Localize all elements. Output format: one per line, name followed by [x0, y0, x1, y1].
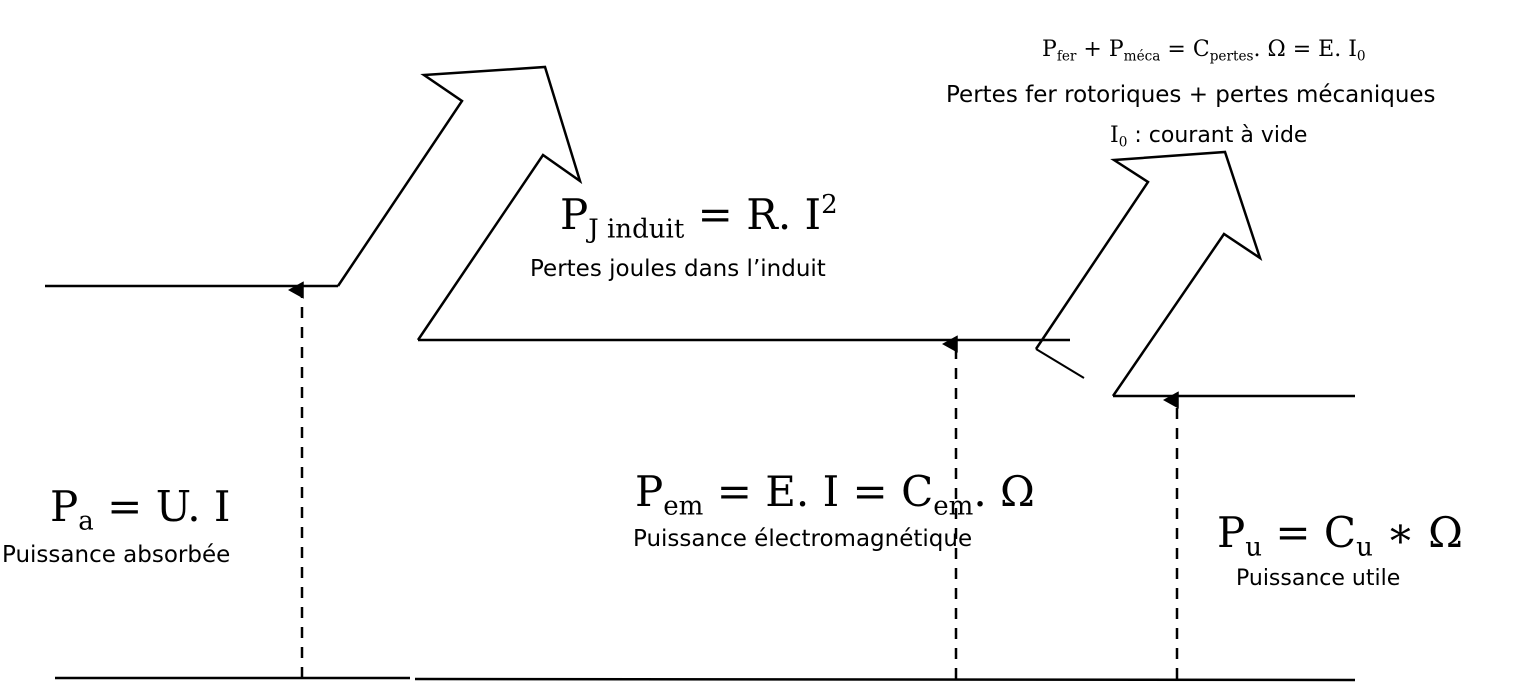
joule-losses-formula: PJ induit = R. I2: [560, 190, 838, 244]
useful-power-caption: Puissance utile: [1236, 566, 1401, 591]
pu-subscript: u: [1245, 532, 1263, 563]
pj-subscript: J induit: [588, 214, 685, 245]
input-power-formula: Pa = U. I: [50, 482, 231, 536]
iron-mechanical-losses-arrow: [1034, 150, 1263, 397]
joule-losses-caption: Pertes joules dans l’induit: [530, 256, 826, 282]
pu-torque-subscript: u: [1356, 532, 1373, 563]
pfer-s3: pertes: [1209, 48, 1254, 65]
arrow-shadow-edge: [1035, 348, 1085, 379]
i0-symbol: I: [1110, 123, 1119, 148]
pa-rhs: = U. I: [93, 482, 231, 531]
electromagnetic-power-formula: Pem = E. I = Cem. Ω: [635, 467, 1035, 521]
pa-subscript: a: [78, 506, 94, 537]
pfer-t3: . Ω = E. I: [1253, 37, 1357, 62]
iron-mechanical-losses-formula: Pfer + Pméca = Cpertes. Ω = E. I0: [1042, 37, 1366, 64]
pfer-p1: P: [1042, 37, 1057, 62]
pem-rhs-2: . Ω: [973, 467, 1035, 516]
pfer-t2: = C: [1160, 37, 1210, 62]
pj-symbol: P: [560, 190, 589, 240]
pj-rhs: = R. I: [684, 190, 822, 240]
pu-symbol: P: [1217, 508, 1246, 557]
input-power-caption: Puissance absorbée: [2, 542, 231, 568]
pfer-s1: fer: [1056, 48, 1077, 65]
useful-power-formula: Pu = Cu ∗ Ω: [1217, 508, 1463, 562]
pfer-s2: méca: [1123, 48, 1161, 65]
pj-exponent: 2: [821, 190, 838, 220]
pfer-t1: + P: [1076, 37, 1124, 62]
pfer-s4: 0: [1356, 48, 1366, 65]
no-load-current-note: I0 : courant à vide: [1110, 122, 1307, 150]
joule-losses-arrow: [336, 65, 583, 341]
iron-mechanical-losses-caption: Pertes fer rotoriques + pertes mécanique…: [946, 82, 1436, 108]
i0-caption: : courant à vide: [1127, 123, 1308, 148]
pu-rhs-1: = C: [1262, 508, 1357, 557]
pem-subscript: em: [663, 491, 704, 522]
pa-symbol: P: [50, 482, 79, 531]
pu-rhs-2: ∗ Ω: [1372, 508, 1463, 557]
pem-rhs-1: = E. I = C: [703, 467, 934, 516]
i0-subscript: 0: [1118, 134, 1128, 151]
pem-symbol: P: [635, 467, 664, 516]
electromagnetic-power-caption: Puissance électromagnétique: [633, 526, 973, 552]
baseline-right: [414, 677, 1356, 682]
pem-torque-subscript: em: [933, 491, 974, 522]
